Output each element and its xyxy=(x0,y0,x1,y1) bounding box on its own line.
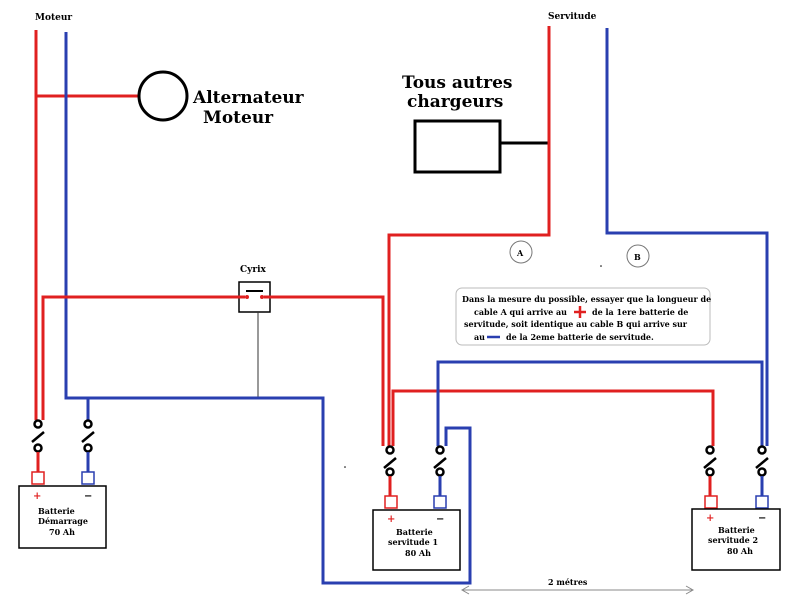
note-line-4b: de la 2eme batterie de servitude. xyxy=(506,332,654,342)
cyrix-red-left-wire xyxy=(41,295,245,420)
distance-arrow-right xyxy=(685,585,695,595)
cable-b-blue xyxy=(605,28,769,446)
battery-service-1-capacity: 80 Ah xyxy=(405,548,431,558)
cable-a-marker xyxy=(509,240,533,264)
battery-service-1-plus: + xyxy=(387,514,395,525)
battery-start-terminal-negative xyxy=(81,471,95,485)
distance-label: 2 métres xyxy=(548,577,588,587)
note-line-2b: de la 1ere batterie de xyxy=(592,307,688,317)
battery-service-2-name-1: Batterie xyxy=(718,525,755,535)
moteur-label: Moteur xyxy=(35,13,72,23)
switch-service2-positive xyxy=(703,445,717,496)
note-line-4a: au xyxy=(474,332,485,342)
cyrix-contact-left xyxy=(245,295,249,299)
battery-start-name-2: Démarrage xyxy=(38,516,88,526)
note-box xyxy=(455,287,711,346)
battery-service-1-terminal-negative xyxy=(433,495,447,509)
alternator-label-2: Moteur xyxy=(203,108,274,128)
cyrix-label: Cyrix xyxy=(240,265,267,275)
note-line-1: Dans la mesure du possible, essayer que … xyxy=(462,294,711,304)
switch-start-negative xyxy=(81,419,95,472)
battery-service-2: + − Batterie servitude 2 80 Ah xyxy=(691,495,781,571)
cable-a-red xyxy=(387,26,551,446)
battery-service-2-plus: + xyxy=(706,513,714,524)
positive-link-wire xyxy=(391,389,715,446)
cable-b-marker xyxy=(626,244,650,268)
battery-start-capacity: 70 Ah xyxy=(49,527,75,537)
cable-a-label: A xyxy=(516,248,524,258)
battery-start-terminal-positive xyxy=(31,471,45,485)
negative-cross-wire xyxy=(436,360,764,446)
battery-service-1-terminal-positive xyxy=(384,495,398,509)
cyrix-red-right-wire xyxy=(264,295,385,446)
battery-start-minus: − xyxy=(84,491,92,502)
alternator-icon xyxy=(137,70,189,122)
battery-start: + − Batterie Démarrage 70 Ah xyxy=(18,471,107,549)
battery-service-1-name-1: Batterie xyxy=(396,527,433,537)
battery-service-1-name-2: servitude 1 xyxy=(388,537,438,547)
cable-b-label: B xyxy=(634,252,641,262)
battery-start-body xyxy=(18,485,107,549)
battery-service-2-name-2: servitude 2 xyxy=(708,535,758,545)
battery-service-1-body xyxy=(372,509,461,571)
stray-dot-1 xyxy=(600,265,602,267)
battery-start-name-1: Batterie xyxy=(38,506,75,516)
battery-service-2-terminal-positive xyxy=(704,495,718,509)
chargers-box xyxy=(413,119,502,174)
switch-service2-negative xyxy=(755,445,769,496)
chargers-label-2: chargeurs xyxy=(407,92,503,112)
battery-service-1: + − Batterie servitude 1 80 Ah xyxy=(372,495,461,571)
note-line-2a: cable A qui arrive au xyxy=(474,307,567,317)
battery-service-2-body xyxy=(691,508,781,571)
switch-service1-negative xyxy=(433,445,447,496)
servitude-label: Servitude xyxy=(548,12,597,22)
battery-service-2-capacity: 80 Ah xyxy=(727,546,753,556)
cyrix-contact-right xyxy=(260,295,264,299)
battery-start-plus: + xyxy=(33,491,41,502)
switch-service1-positive xyxy=(383,445,397,496)
note-line-3: servitude, soit identique au cable B qui… xyxy=(464,319,688,329)
stray-dot-2 xyxy=(344,466,346,468)
battery-service-2-minus: − xyxy=(758,513,766,524)
distance-arrow-left xyxy=(460,585,470,595)
red-plus-icon xyxy=(574,306,586,318)
engine-negative-wire xyxy=(64,32,90,420)
battery-switches xyxy=(31,419,769,496)
negative-link-wire xyxy=(88,396,472,585)
chargers-label-1: Tous autres xyxy=(402,73,512,93)
switch-start-positive xyxy=(31,419,45,472)
battery-service-1-minus: − xyxy=(436,514,444,525)
alternator-label-1: Alternateur xyxy=(192,88,305,108)
battery-service-2-terminal-negative xyxy=(755,495,769,509)
